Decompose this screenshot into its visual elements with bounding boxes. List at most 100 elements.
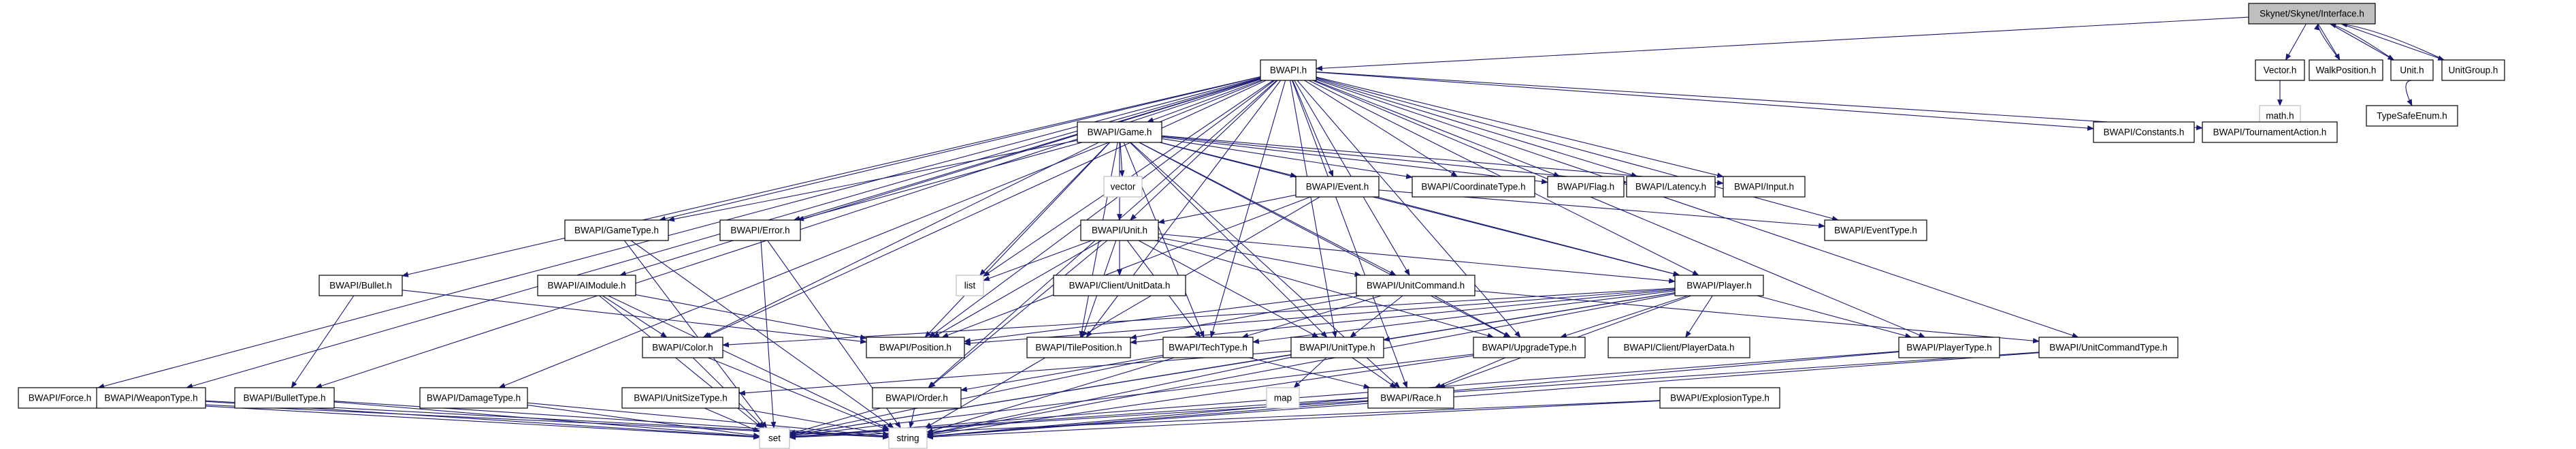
edge-interface-to-unitgroup — [2341, 23, 2445, 61]
edge-unitsizetype-to-string — [738, 407, 890, 437]
node-box — [1260, 59, 1317, 81]
node-constants[interactable]: BWAPI/Constants.h — [2093, 121, 2195, 143]
edge-unitsizetype-to-set — [704, 407, 760, 433]
edge-bwapi-to-coordtype — [1304, 80, 1458, 177]
node-typesafeenum[interactable]: TypeSafeEnum.h — [2366, 105, 2458, 127]
edge-game-to-unitcommand — [1139, 142, 1397, 276]
node-flag[interactable]: BWAPI/Flag.h — [1547, 176, 1625, 198]
edge-game-to-vector — [1119, 142, 1125, 177]
edge-game-to-error — [797, 142, 1083, 221]
node-box — [1659, 387, 1780, 409]
node-eventtype[interactable]: BWAPI/EventType.h — [1824, 219, 1927, 241]
node-label: BWAPI/Latency.h — [1635, 182, 1706, 192]
edge-player-to-upgradetype — [1560, 295, 1689, 339]
node-unitsizetype[interactable]: BWAPI/UnitSizeType.h — [621, 387, 740, 409]
edge-unit_h-to-typesafeenum — [2405, 80, 2413, 106]
node-box — [1295, 176, 1380, 198]
edge-unitcommandtype-to-string — [926, 352, 2040, 439]
node-event[interactable]: BWAPI/Event.h — [1295, 176, 1380, 198]
edge-bwapi-to-race — [1292, 80, 1407, 388]
node-box — [888, 427, 928, 449]
node-coordtype[interactable]: BWAPI/CoordinateType.h — [1412, 176, 1535, 198]
edge-event-to-position — [941, 196, 1311, 338]
node-label: map — [1274, 393, 1292, 403]
node-label: BWAPI/Constants.h — [2104, 127, 2185, 138]
node-tileposition[interactable]: BWAPI/TilePosition.h — [1026, 337, 1131, 358]
node-game[interactable]: BWAPI/Game.h — [1077, 121, 1162, 143]
edge-bwapi-to-game — [1146, 80, 1261, 123]
node-label: BWAPI/Player.h — [1686, 281, 1752, 291]
edge-bwapi-to-input — [1316, 76, 1724, 179]
node-box — [2038, 337, 2179, 358]
edge-bwapi-to-constants — [1316, 72, 2094, 131]
node-label: BWAPI/Unit.h — [1092, 226, 1147, 236]
node-label: Vector.h — [2264, 65, 2297, 76]
node-vector_h[interactable]: Vector.h — [2255, 59, 2305, 81]
node-walkposition[interactable]: WalkPosition.h — [2309, 59, 2383, 81]
edge-player-to-tileposition — [1130, 289, 1676, 345]
node-bullettype[interactable]: BWAPI/BulletType.h — [234, 387, 335, 409]
edge-bwunit-to-player — [1158, 233, 1676, 284]
node-error[interactable]: BWAPI/Error.h — [719, 219, 801, 241]
node-label: BWAPI/TechType.h — [1169, 343, 1248, 353]
edge-aimodule-to-string — [608, 295, 890, 430]
node-unittype[interactable]: BWAPI/UnitType.h — [1290, 337, 1384, 358]
edge-bwapi-to-bullet — [402, 76, 1261, 277]
node-label: BWAPI/Order.h — [885, 393, 948, 403]
node-playertype[interactable]: BWAPI/PlayerType.h — [1898, 337, 2000, 358]
node-race[interactable]: BWAPI/Race.h — [1367, 387, 1454, 409]
edge-player-to-string — [926, 293, 1676, 436]
node-bwapi[interactable]: BWAPI.h — [1260, 59, 1317, 81]
node-tournament[interactable]: BWAPI/TournamentAction.h — [2202, 121, 2338, 143]
node-box — [2093, 121, 2195, 143]
node-player[interactable]: BWAPI/Player.h — [1674, 275, 1764, 296]
node-label: set — [768, 433, 781, 444]
node-force[interactable]: BWAPI/Force.h — [18, 387, 102, 409]
edge-aimodule-to-color — [602, 295, 668, 338]
node-techtype[interactable]: BWAPI/TechType.h — [1162, 337, 1254, 358]
edge-player-to-techtype — [1252, 290, 1676, 344]
node-damagetype[interactable]: BWAPI/DamageType.h — [419, 387, 528, 409]
node-label: BWAPI/Input.h — [1734, 182, 1794, 192]
node-clientunitdata[interactable]: BWAPI/Client/UnitData.h — [1053, 275, 1186, 296]
node-bullet[interactable]: BWAPI/Bullet.h — [319, 275, 403, 296]
node-box — [2255, 59, 2305, 81]
node-latency[interactable]: BWAPI/Latency.h — [1626, 176, 1716, 198]
edge-walkposition-to-interface — [2314, 23, 2341, 61]
node-bwunit[interactable]: BWAPI/Unit.h — [1080, 219, 1159, 241]
edge-techtype-to-race — [1249, 357, 1371, 389]
edge-player-to-playertype — [1757, 295, 1912, 339]
node-unitcommand[interactable]: BWAPI/UnitCommand.h — [1356, 275, 1476, 296]
node-label: BWAPI/UnitSizeType.h — [634, 393, 728, 403]
node-gametype[interactable]: BWAPI/GameType.h — [564, 219, 669, 241]
node-explosiontype[interactable]: BWAPI/ExplosionType.h — [1659, 387, 1780, 409]
node-label: BWAPI/ExplosionType.h — [1670, 393, 1770, 403]
node-unit_h[interactable]: Unit.h — [2390, 59, 2434, 81]
edge-event-to-player — [1376, 196, 1680, 277]
edge-upgradetype-to-set — [789, 354, 1474, 439]
edge-player-to-clientplayerdata — [1685, 295, 1713, 338]
node-upgradetype[interactable]: BWAPI/UpgradeType.h — [1473, 337, 1586, 358]
node-unitgroup[interactable]: UnitGroup.h — [2441, 59, 2505, 81]
edge-bwunit-to-upgradetype — [1155, 240, 1495, 339]
node-label: BWAPI/UpgradeType.h — [1482, 343, 1576, 353]
node-position[interactable]: BWAPI/Position.h — [866, 337, 965, 358]
node-color[interactable]: BWAPI/Color.h — [642, 337, 723, 358]
node-aimodule[interactable]: BWAPI/AIModule.h — [537, 275, 636, 296]
edge-bwapi-to-unittype — [1290, 80, 1337, 338]
edge-game-to-gametype — [668, 140, 1078, 222]
edge-unitcommand-to-upgradetype — [1434, 295, 1512, 338]
node-clientplayerdata[interactable]: BWAPI/Client/PlayerData.h — [1608, 337, 1750, 358]
node-order[interactable]: BWAPI/Order.h — [872, 387, 962, 409]
edge-game-to-flag — [1161, 136, 1548, 185]
node-label: UnitGroup.h — [2449, 65, 2498, 76]
edge-event-to-bwunit — [1158, 194, 1297, 224]
node-box — [1824, 219, 1927, 241]
edge-bwapi-to-tournament — [1316, 72, 2203, 131]
edge-race-to-string — [926, 401, 1369, 439]
node-unitcommandtype[interactable]: BWAPI/UnitCommandType.h — [2038, 337, 2179, 358]
edge-interface-to-walkposition — [2317, 23, 2341, 61]
edge-game-to-latency — [1161, 136, 1627, 185]
node-weapontype[interactable]: BWAPI/WeaponType.h — [96, 387, 206, 409]
node-input[interactable]: BWAPI/Input.h — [1723, 176, 1806, 198]
